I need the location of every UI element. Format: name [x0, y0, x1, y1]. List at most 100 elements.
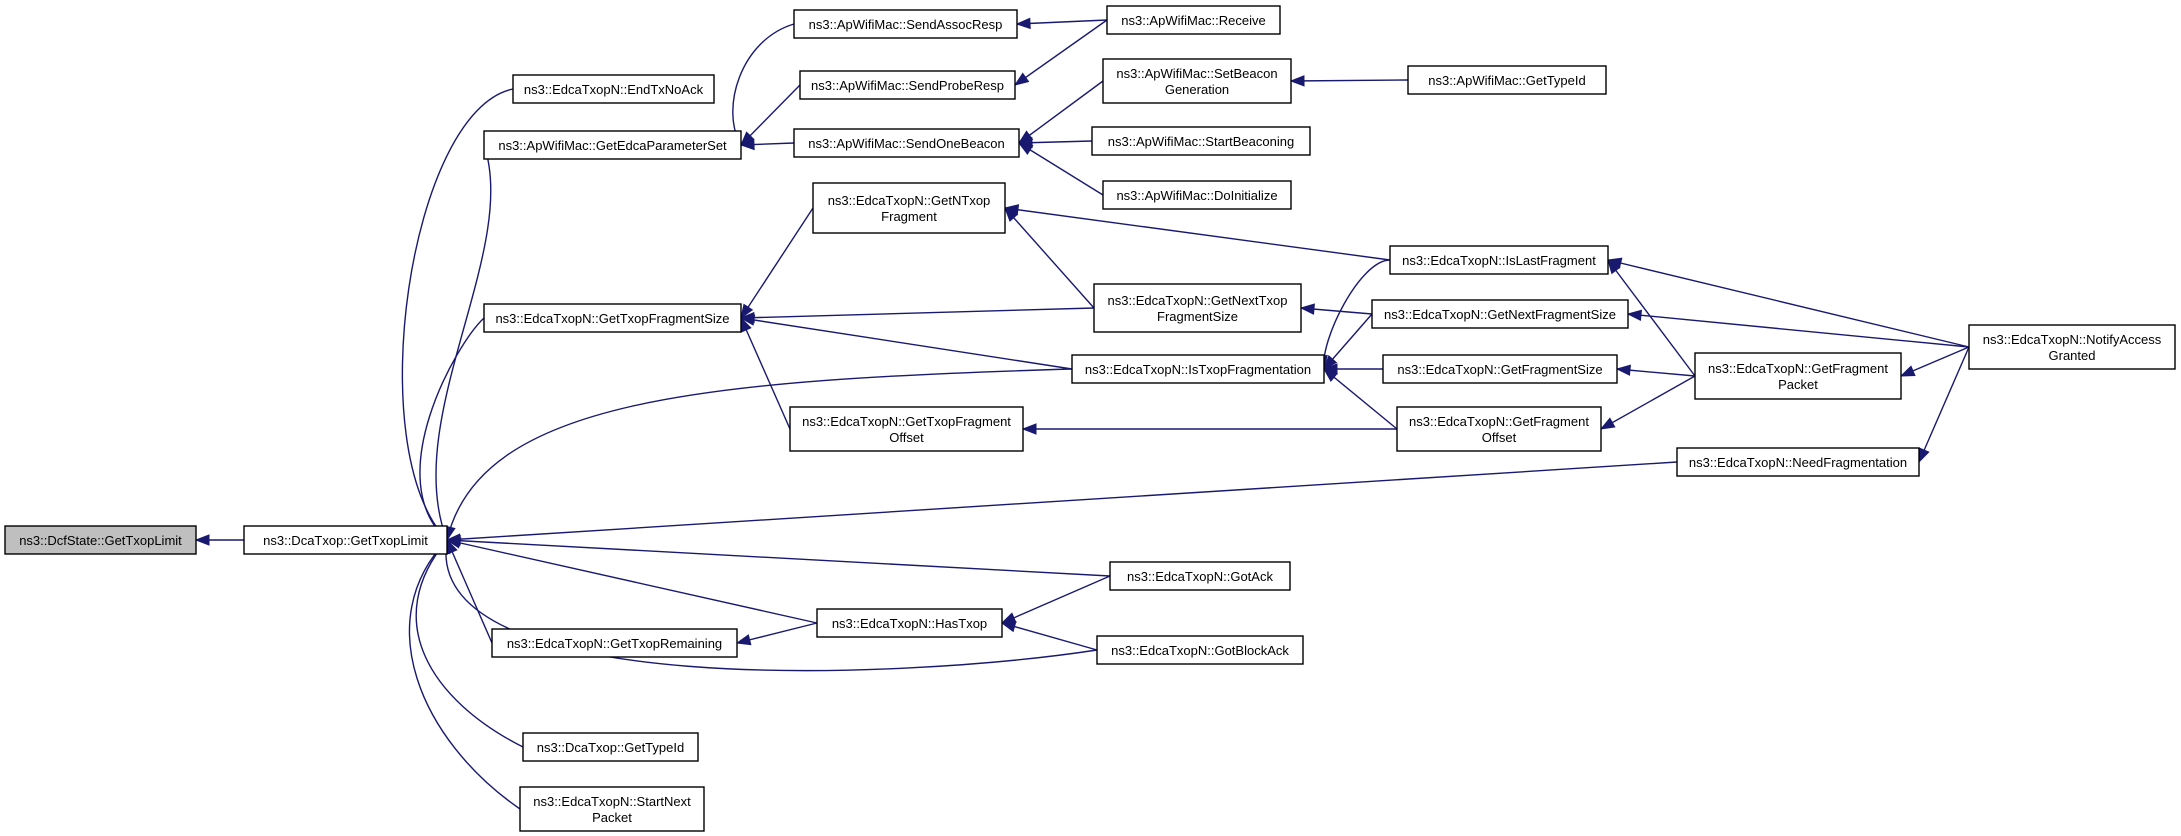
node-label-getTxopFragSize-0: ns3::EdcaTxopN::GetTxopFragmentSize [495, 311, 729, 326]
node-apGetTypeId[interactable]: ns3::ApWifiMac::GetTypeId [1407, 65, 1607, 95]
node-box-getTxopFragOffset [789, 406, 1024, 452]
node-box-getNTxopFrag [812, 182, 1006, 234]
node-label-sendAssocResp-0: ns3::ApWifiMac::SendAssocResp [809, 17, 1003, 32]
node-doInitialize[interactable]: ns3::ApWifiMac::DoInitialize [1102, 180, 1292, 210]
arrowhead-receive-to-sendProbeResp [1013, 72, 1030, 86]
node-label-endTxNoAck-0: ns3::EdcaTxopN::EndTxNoAck [524, 82, 704, 97]
node-box-getNextFragSize [1371, 299, 1629, 329]
node-dca_getTxopLimit[interactable]: ns3::DcaTxop::GetTxopLimit [243, 525, 448, 555]
node-box-isLastFrag [1389, 245, 1609, 275]
node-sendAssocResp[interactable]: ns3::ApWifiMac::SendAssocResp [793, 9, 1018, 39]
edge-getTxopRemaining-to-dca_getTxopLimit [446, 539, 493, 644]
node-label-startBeaconing-0: ns3::ApWifiMac::StartBeaconing [1108, 134, 1294, 149]
edge-endTxNoAck-to-dca_getTxopLimit [401, 88, 514, 541]
node-box-hasTxop [816, 608, 1003, 638]
node-gotBlockAck[interactable]: ns3::EdcaTxopN::GotBlockAck [1096, 635, 1304, 665]
node-box-startBeaconing [1091, 126, 1311, 156]
edge-setBeaconGen-to-sendOneBeacon [1018, 80, 1104, 144]
node-label-getNTxopFrag-1: Fragment [881, 209, 937, 224]
node-label-sendOneBeacon-0: ns3::ApWifiMac::SendOneBeacon [808, 136, 1005, 151]
node-label-getTxopFragOffset-0: ns3::EdcaTxopN::GetTxopFragment [802, 414, 1011, 429]
node-label-isTxopFrag-0: ns3::EdcaTxopN::IsTxopFragmentation [1085, 362, 1311, 377]
node-label-notifyAccess-0: ns3::EdcaTxopN::NotifyAccess [1983, 332, 2162, 347]
edge-sendProbeResp-to-getEdcaParamSet [740, 84, 801, 146]
node-label-getNextTxopFragSize-0: ns3::EdcaTxopN::GetNextTxop [1108, 293, 1288, 308]
edge-notifyAccess-to-isLastFrag [1607, 259, 1970, 348]
edge-gotBlockAck-to-dca_getTxopLimit [445, 539, 1098, 672]
node-box-setBeaconGen [1102, 58, 1292, 104]
node-label-startNextPacket-1: Packet [592, 810, 632, 825]
arrowhead-apGetTypeId-to-setBeaconGen [1289, 75, 1305, 87]
node-box-getFragPacket [1694, 352, 1902, 400]
node-label-dca_getTypeId-0: ns3::DcaTxop::GetTypeId [537, 740, 684, 755]
node-label-getTxopFragOffset-1: Offset [889, 430, 924, 445]
node-getEdcaParamSet[interactable]: ns3::ApWifiMac::GetEdcaParameterSet [483, 130, 742, 160]
node-sendProbeResp[interactable]: ns3::ApWifiMac::SendProbeResp [799, 70, 1016, 100]
node-label-setBeaconGen-1: Generation [1165, 82, 1229, 97]
edge-isTxopFrag-to-dca_getTxopLimit [446, 368, 1073, 541]
node-root[interactable]: ns3::DcfState::GetTxopLimit [4, 525, 197, 555]
node-label-startNextPacket-0: ns3::EdcaTxopN::StartNext [533, 794, 691, 809]
node-box-getNextTxopFragSize [1093, 283, 1302, 333]
node-getFragSize[interactable]: ns3::EdcaTxopN::GetFragmentSize [1382, 354, 1618, 384]
node-box-getEdcaParamSet [483, 130, 742, 160]
node-label-gotBlockAck-0: ns3::EdcaTxopN::GotBlockAck [1111, 643, 1289, 658]
node-getTxopRemaining[interactable]: ns3::EdcaTxopN::GetTxopRemaining [491, 628, 738, 658]
edge-getFragPacket-to-getFragOffset [1600, 375, 1696, 430]
edge-getTxopFragOffset-to-getTxopFragSize [740, 317, 791, 430]
edge-getEdcaParamSet-to-dca_getTxopLimit [435, 144, 492, 541]
node-box-receive [1106, 5, 1281, 35]
edge-isLastFrag-to-getNTxopFrag [1004, 207, 1391, 261]
arrowhead-receive-to-sendAssocResp [1015, 17, 1031, 30]
node-receive[interactable]: ns3::ApWifiMac::Receive [1106, 5, 1281, 35]
node-isTxopFrag[interactable]: ns3::EdcaTxopN::IsTxopFragmentation [1071, 354, 1325, 384]
node-getTxopFragSize[interactable]: ns3::EdcaTxopN::GetTxopFragmentSize [483, 303, 742, 333]
node-isLastFrag[interactable]: ns3::EdcaTxopN::IsLastFragment [1389, 245, 1609, 275]
node-box-getTxopRemaining [491, 628, 738, 658]
node-box-dca_getTxopLimit [243, 525, 448, 555]
node-box-sendOneBeacon [793, 128, 1020, 158]
node-label-getEdcaParamSet-0: ns3::ApWifiMac::GetEdcaParameterSet [498, 138, 727, 153]
node-label-setBeaconGen-0: ns3::ApWifiMac::SetBeacon [1116, 66, 1277, 81]
node-startBeaconing[interactable]: ns3::ApWifiMac::StartBeaconing [1091, 126, 1311, 156]
node-needFrag[interactable]: ns3::EdcaTxopN::NeedFragmentation [1676, 447, 1920, 477]
node-getNextFragSize[interactable]: ns3::EdcaTxopN::GetNextFragmentSize [1371, 299, 1629, 329]
edge-gotAck-to-hasTxop [1001, 575, 1111, 624]
arrowhead-getFragPacket-to-isLastFrag [1607, 258, 1621, 275]
edge-isTxopFrag-to-getTxopFragSize [740, 317, 1073, 370]
edge-getTxopFragSize-to-dca_getTxopLimit [419, 317, 485, 541]
node-sendOneBeacon[interactable]: ns3::ApWifiMac::SendOneBeacon [793, 128, 1020, 158]
edge-apGetTypeId-to-setBeaconGen [1290, 79, 1409, 82]
arrowhead-getNextFragSize-to-isTxopFrag [1323, 355, 1338, 371]
node-dca_getTypeId[interactable]: ns3::DcaTxop::GetTypeId [522, 732, 699, 762]
edge-getNTxopFrag-to-getTxopFragSize [740, 207, 814, 319]
node-label-getFragSize-0: ns3::EdcaTxopN::GetFragmentSize [1397, 362, 1602, 377]
node-label-getFragOffset-1: Offset [1482, 430, 1517, 445]
edge-gotAck-to-dca_getTxopLimit [446, 539, 1111, 577]
arrowhead-getNextTxopFragSize-to-getNTxopFrag [1004, 206, 1019, 222]
node-label-getFragPacket-1: Packet [1778, 377, 1818, 392]
node-box-sendProbeResp [799, 70, 1016, 100]
arrowhead-getFragOffset-to-getTxopFragOffset [1021, 423, 1037, 435]
edge-hasTxop-to-dca_getTxopLimit [446, 539, 818, 624]
node-endTxNoAck[interactable]: ns3::EdcaTxopN::EndTxNoAck [512, 74, 715, 104]
edge-getNextTxopFragSize-to-getNTxopFrag [1004, 207, 1095, 309]
node-gotAck[interactable]: ns3::EdcaTxopN::GotAck [1109, 561, 1291, 591]
node-box-endTxNoAck [512, 74, 715, 104]
edges-layer [194, 17, 1970, 810]
arrowhead-doInitialize-to-sendOneBeacon [1017, 142, 1034, 155]
arrowhead-sendOneBeacon-to-getEdcaParamSet [739, 138, 755, 151]
node-hasTxop[interactable]: ns3::EdcaTxopN::HasTxop [816, 608, 1003, 638]
node-label-isLastFrag-0: ns3::EdcaTxopN::IsLastFragment [1402, 253, 1596, 268]
edge-notifyAccess-to-needFrag [1918, 346, 1970, 463]
edge-doInitialize-to-sendOneBeacon [1018, 142, 1104, 196]
